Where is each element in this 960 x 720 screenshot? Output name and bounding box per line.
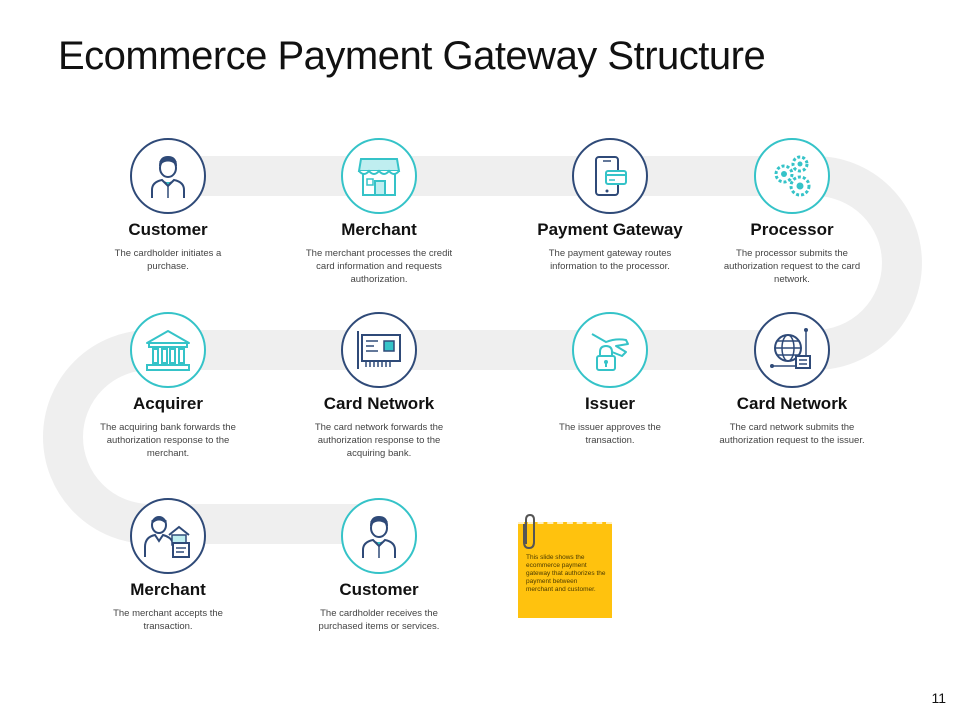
step-icon-circle bbox=[341, 312, 417, 388]
step-description: The acquiring bank forwards the authoriz… bbox=[100, 422, 236, 459]
step-description: The card network submits the authorizati… bbox=[719, 422, 865, 446]
step-title: Issuer bbox=[584, 394, 636, 413]
globe-network-icon bbox=[770, 328, 811, 369]
page-number: 11 bbox=[931, 690, 946, 706]
page-title: Ecommerce Payment Gateway Structure bbox=[58, 34, 766, 78]
step-icon-circle bbox=[130, 498, 206, 574]
step-title: Customer bbox=[128, 220, 208, 239]
hand-lock-icon bbox=[591, 333, 629, 371]
step-description: The issuer approves the transaction. bbox=[559, 422, 661, 446]
step-title: Processor bbox=[750, 220, 834, 239]
shop-icon bbox=[357, 158, 401, 196]
circuit-card-icon bbox=[357, 331, 401, 369]
paperclip-icon bbox=[523, 513, 535, 550]
step-description: The card network forwards the authorizat… bbox=[314, 422, 444, 459]
step-icon-circle bbox=[572, 138, 648, 214]
step-icon-circle bbox=[341, 138, 417, 214]
step-title: Merchant bbox=[130, 580, 206, 599]
step-title: Merchant bbox=[341, 220, 417, 239]
step-title: Card Network bbox=[736, 394, 848, 413]
step-title: Payment Gateway bbox=[537, 220, 683, 239]
merchant-house-icon bbox=[144, 516, 190, 558]
gears-icon bbox=[774, 155, 811, 197]
step-description: The processor submits the authorization … bbox=[723, 248, 861, 285]
step-title: Acquirer bbox=[133, 394, 203, 413]
step-description: The merchant accepts the transaction. bbox=[113, 608, 223, 632]
step-icon-circle bbox=[130, 312, 206, 388]
man-icon bbox=[151, 156, 185, 198]
step-icon-circle bbox=[754, 312, 830, 388]
phone-card-icon bbox=[595, 156, 627, 196]
step-description: The cardholder initiates a purchase. bbox=[114, 248, 222, 272]
step-icon-circle bbox=[130, 138, 206, 214]
step-description: The merchant processes the credit card i… bbox=[305, 248, 453, 285]
step-icon-circle bbox=[341, 498, 417, 574]
bank-icon bbox=[146, 330, 190, 371]
step-icon-circle bbox=[754, 138, 830, 214]
step-icon-circle bbox=[572, 312, 648, 388]
step-description: The payment gateway routes information t… bbox=[548, 248, 672, 272]
step-title: Customer bbox=[339, 580, 419, 599]
step-description: The cardholder receives the purchased it… bbox=[318, 608, 440, 632]
step-title: Card Network bbox=[323, 394, 435, 413]
man-icon bbox=[362, 516, 396, 558]
